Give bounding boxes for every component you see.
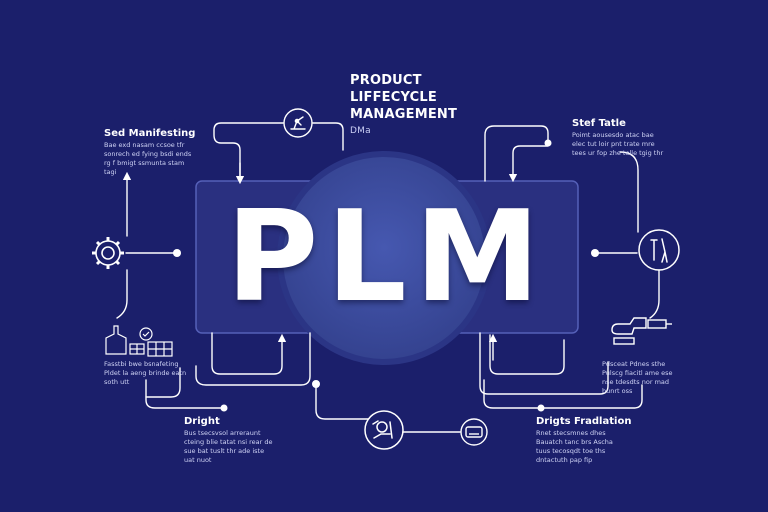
gear-hand-icon (364, 410, 404, 450)
header-subtitle: DMa (350, 126, 371, 136)
note-bottom-center-left-body: Bus tsecsvsol arreraunt cteing blie tata… (184, 429, 273, 464)
note-top-left-title: Sed Manifesting (104, 128, 196, 139)
connector-top-right-arrow (508, 145, 549, 183)
factory-icon (105, 325, 173, 357)
dot-bottom-right (537, 404, 545, 412)
connector-right-down (649, 269, 660, 319)
header-title-line2: LIFFECYCLE (350, 90, 437, 105)
note-bottom-left: Fasstbi bwe bsnafeting Pldet la aeng bri… (104, 358, 196, 387)
tablet-icon (460, 418, 488, 446)
dot-right (591, 249, 599, 257)
connector-bottom-left-1 (211, 332, 287, 375)
gear-icon (92, 237, 124, 269)
dot-bottom-left (220, 404, 228, 412)
connector-right-upper (619, 151, 639, 233)
connector-bottom-right-1 (489, 334, 565, 375)
logo-circle (277, 151, 491, 365)
wrench-screwdriver-icon (638, 229, 680, 271)
note-top-left: Sed Manifesting Bae exd nasam ccsoe tfr … (104, 128, 196, 177)
connector-dots (173, 139, 599, 412)
connector-bottom-right-2 (479, 332, 609, 395)
note-top-left-body: Bae exd nasam ccsoe tfr sonrech ed fying… (104, 141, 192, 176)
note-bottom-center-right-title: Drigts Fradlation (536, 416, 632, 427)
connector-center-down (315, 385, 373, 420)
note-bottom-center-right-body: Rnet stecsmnes dhes Bauatch tanc brs Asc… (536, 429, 613, 464)
plm-logo-text: PLM (225, 182, 549, 330)
dot-top-right (544, 139, 552, 147)
dot-left (173, 249, 181, 257)
connector-top-left (213, 122, 284, 182)
header-title-line3: MANAGEMENT (350, 107, 458, 122)
note-bottom-right-body: Pdsceat Pdnes sthe Pulscg fiacitl ame es… (602, 360, 673, 395)
note-top-right-title: Stef Tatle (572, 118, 626, 129)
note-bottom-center-left: Dright Bus tsecsvsol arreraunt cteing bl… (184, 416, 276, 465)
note-bottom-right: Pdsceat Pdnes sthe Pulscg fiacitl ame es… (602, 358, 682, 396)
connector-left-down (116, 269, 128, 319)
connector-lines (116, 122, 660, 433)
header-title-line1: PRODUCT (350, 73, 422, 88)
connector-bottom-right-3 (483, 379, 643, 409)
drill-icon (611, 317, 672, 345)
note-top-right: Stef Tatle Poimt aousesdo atac bae elec … (572, 118, 664, 158)
connector-top-right-loop (484, 125, 549, 182)
note-bottom-center-right: Drigts Fradlation Rnet stecsmnes dhes Ba… (536, 416, 631, 465)
connector-top-right (312, 122, 344, 151)
note-bottom-left-body: Fasstbi bwe bsnafeting Pldet la aeng bri… (104, 360, 187, 386)
dot-bottom-center-left (312, 380, 320, 388)
connector-bottom-left-2 (195, 332, 311, 386)
robot-arm-icon (283, 108, 313, 138)
connector-bottom-left-4 (145, 379, 223, 409)
connector-bottom-left-3 (145, 367, 181, 398)
note-top-right-body: Poimt aousesdo atac bae elec tut loir pn… (572, 131, 664, 157)
note-bottom-center-left-title: Dright (184, 416, 220, 427)
header-title: PRODUCT LIFFECYCLE MANAGEMENT DMa (350, 72, 480, 140)
